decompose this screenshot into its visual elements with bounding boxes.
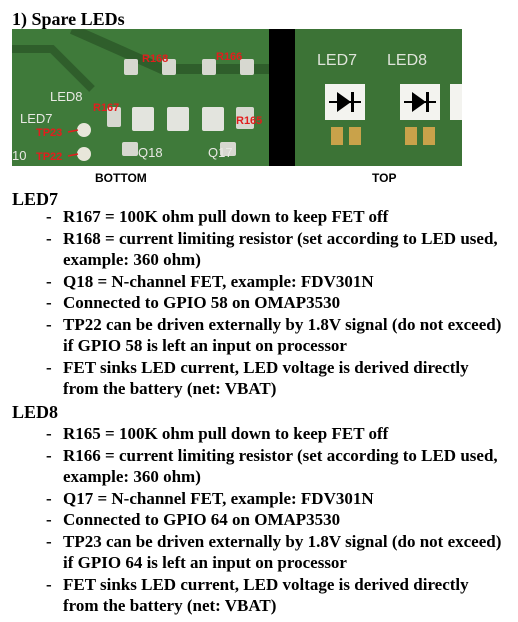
list-item: FET sinks LED current, LED voltage is de… xyxy=(46,574,508,617)
bottom-label-r167: R167 xyxy=(93,102,119,114)
bottom-label-q18: Q18 xyxy=(138,145,163,160)
section-title-led7: LED7 xyxy=(12,189,59,209)
bottom-label-tp23: TP23 xyxy=(36,127,62,139)
bottom-label-q17: Q17 xyxy=(208,145,233,160)
top-label-led8: LED8 xyxy=(387,52,427,69)
caption-top: TOP xyxy=(372,171,397,185)
list-item: Connected to GPIO 58 on OMAP3530 xyxy=(46,292,508,314)
list-item: FET sinks LED current, LED voltage is de… xyxy=(46,357,508,400)
bottom-label-r166: R166 xyxy=(216,51,242,63)
list-item: TP23 can be driven externally by 1.8V si… xyxy=(46,531,508,574)
bottom-label-r168: R168 xyxy=(142,53,168,65)
bottom-label-led8: LED8 xyxy=(50,89,83,104)
led8-bullet-list: R165 = 100K ohm pull down to keep FET of… xyxy=(46,423,508,617)
bottom-label-10: 10 xyxy=(12,148,26,163)
list-item: Q18 = N-channel FET, example: FDV301N xyxy=(46,271,508,293)
led7-bullet-list: R167 = 100K ohm pull down to keep FET of… xyxy=(46,206,508,400)
pcb-figure: LED8 LED7 10 Q18 Q17 R168 R166 R167 R165… xyxy=(12,29,462,166)
list-item: Q17 = N-channel FET, example: FDV301N xyxy=(46,488,508,510)
pcb-bottom-drawing: LED8 LED7 10 Q18 Q17 R168 R166 R167 R165… xyxy=(12,29,269,166)
top-label-led7: LED7 xyxy=(317,52,357,69)
pcb-top-photo: LED7 LED8 xyxy=(295,29,462,166)
list-item: R166 = current limiting resistor (set ac… xyxy=(46,445,508,488)
section-title-led8: LED8 xyxy=(12,402,59,422)
list-item: TP22 can be driven externally by 1.8V si… xyxy=(46,314,508,357)
list-item: Connected to GPIO 64 on OMAP3530 xyxy=(46,509,508,531)
page-heading: 1) Spare LEDs xyxy=(12,9,125,29)
bottom-label-led7: LED7 xyxy=(20,111,53,126)
caption-bottom: BOTTOM xyxy=(95,171,147,185)
photo-divider xyxy=(269,29,295,166)
pcb-bottom-photo: LED8 LED7 10 Q18 Q17 R168 R166 R167 R165… xyxy=(12,29,269,166)
list-item: R168 = current limiting resistor (set ac… xyxy=(46,228,508,271)
pcb-top-drawing: LED7 LED8 xyxy=(295,29,462,166)
bottom-label-tp22: TP22 xyxy=(36,151,62,163)
list-item: R165 = 100K ohm pull down to keep FET of… xyxy=(46,423,508,445)
bottom-label-r165: R165 xyxy=(236,115,262,127)
list-item: R167 = 100K ohm pull down to keep FET of… xyxy=(46,206,508,228)
